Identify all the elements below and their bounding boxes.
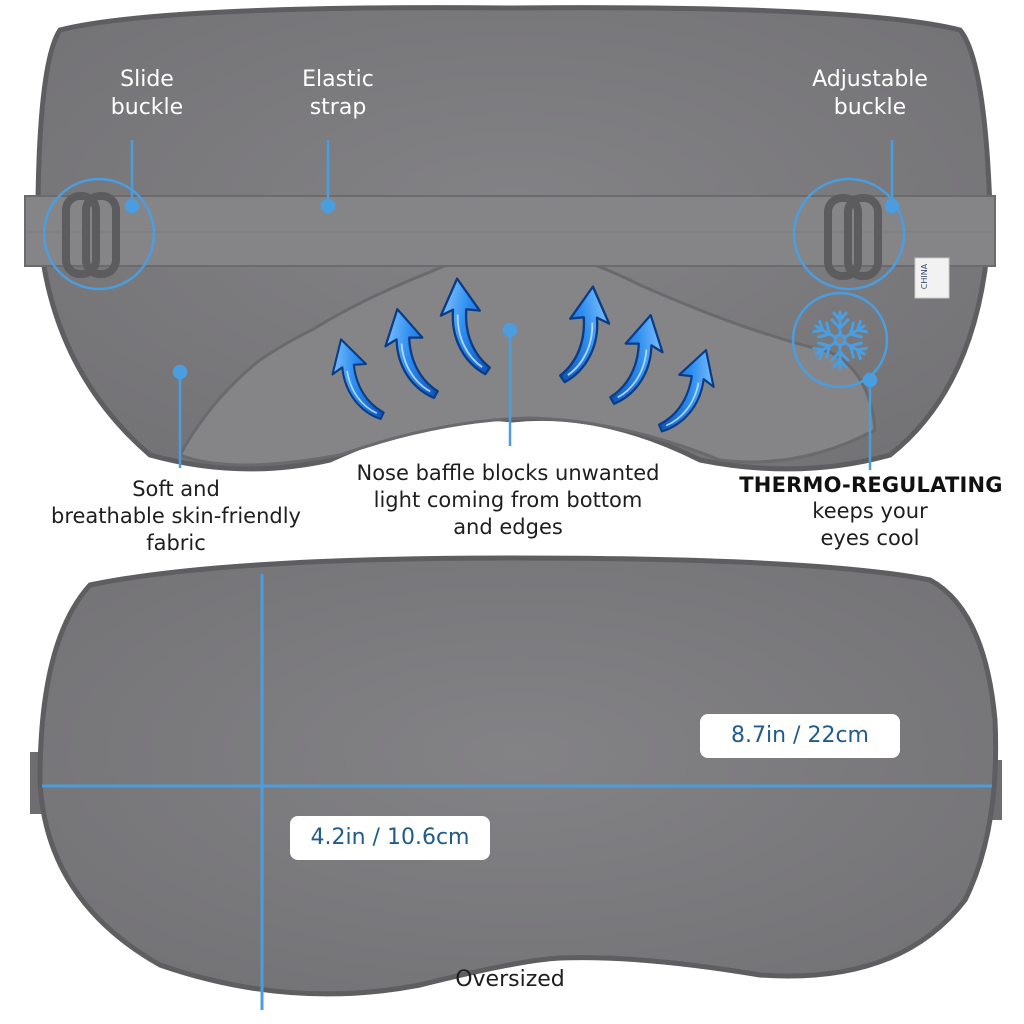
elastic-strap-label: Elastic strap xyxy=(302,67,374,121)
adjustable-buckle-label: Adjustable buckle xyxy=(812,67,928,121)
care-tag-text: CHINA xyxy=(920,263,930,290)
adjustable-buckle xyxy=(824,194,882,280)
oversized-caption: Oversized xyxy=(455,967,565,992)
snowflake-icon xyxy=(810,310,870,370)
slide-buckle-highlight xyxy=(42,177,156,291)
width-dimension-badge: 8.7in / 22cm xyxy=(700,714,900,758)
thermo-regulating-title: THERMO-REGULATING xyxy=(739,473,1003,497)
mask-back-view xyxy=(24,5,996,472)
mask-front-view xyxy=(30,555,1002,1010)
adjustable-buckle-highlight xyxy=(792,177,906,291)
care-tag xyxy=(914,257,950,299)
nose-baffle-label: Nose baffle blocks unwanted light coming… xyxy=(356,461,660,539)
mask-front-body xyxy=(37,555,999,997)
slide-buckle-label: Slide buckle xyxy=(110,67,184,121)
slide-buckle xyxy=(62,192,120,278)
height-dimension-badge: 4.2in / 10.6cm xyxy=(290,816,490,860)
callout-leaders xyxy=(124,140,900,470)
thermo-regulating-subtitle: keeps your eyes cool xyxy=(812,499,928,550)
fabric-label: Soft and breathable skin-friendly fabric xyxy=(51,477,301,555)
thermo-highlight xyxy=(791,291,889,389)
elastic-strap xyxy=(24,195,996,267)
